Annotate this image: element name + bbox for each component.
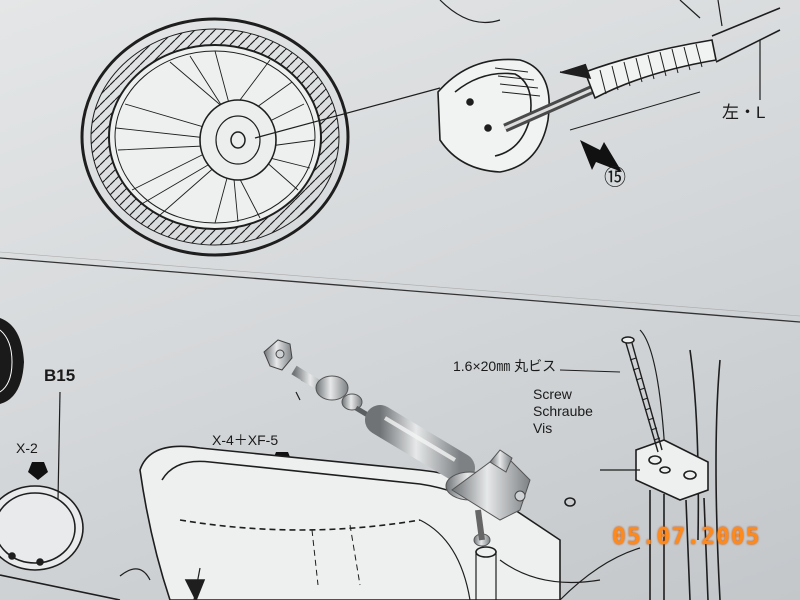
screw-label-de: Schraube	[533, 403, 593, 419]
rear-wheel-drawing	[80, 17, 441, 257]
paint-code-label: X-4＋XF-5	[212, 432, 279, 448]
screw-label-fr: Vis	[533, 420, 553, 436]
paint-marker-x2	[28, 462, 48, 480]
screw-label-en: Screw	[533, 386, 572, 402]
speedometer-drawing	[0, 318, 24, 404]
panel-divider-line	[0, 257, 800, 323]
metal-brake-rod-part	[263, 339, 531, 547]
leader-line	[57, 391, 61, 501]
screw-drawing	[621, 336, 663, 453]
part-number-label: B15	[44, 366, 76, 385]
brake-hub-drawing	[437, 0, 781, 173]
leader-line	[295, 391, 301, 401]
leader-line	[559, 369, 621, 373]
step-number-label: ⑮	[604, 165, 627, 190]
headlight-drawing	[0, 485, 121, 600]
seat-tank-drawing	[119, 445, 601, 600]
paint-code-label-x2: X-2	[16, 440, 38, 456]
assembly-arrow	[580, 140, 622, 172]
left-side-label: 左・L	[722, 103, 766, 122]
screw-spec-label: 1.6×20㎜ 丸ビス	[453, 358, 557, 374]
date-stamp: 05.07.2005	[612, 524, 761, 550]
fork-drawing	[559, 329, 721, 600]
panel-divider-line	[0, 251, 800, 317]
